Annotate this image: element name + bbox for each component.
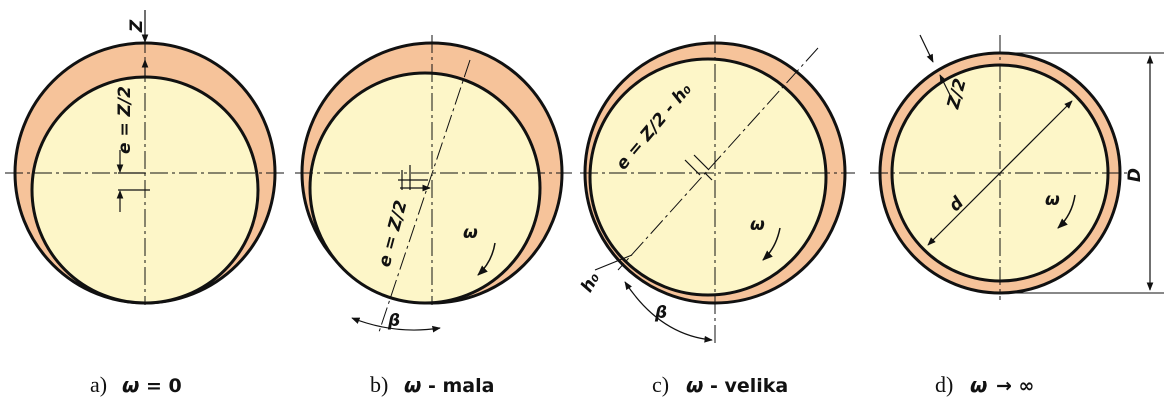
caption-b: b) ω - mala — [370, 372, 494, 397]
caption-d-omega: ω — [970, 373, 987, 397]
caption-c-letter: c) — [652, 372, 669, 397]
journal-c — [588, 57, 828, 297]
load-line-c — [617, 47, 819, 271]
h0-leader-c — [594, 254, 633, 271]
caption-b-letter: b) — [370, 372, 388, 397]
label-omega-b: ω — [463, 223, 478, 243]
caption-a-letter: a) — [90, 372, 107, 397]
label-beta-b: β — [387, 311, 400, 331]
caption-d: d) ω → ∞ — [935, 372, 1034, 397]
caption-b-omega: ω — [404, 373, 421, 397]
caption-c-condition: - velika — [710, 375, 788, 397]
omega-arrow-b — [477, 242, 496, 276]
panel-b: e = Z/2 ω β — [295, 35, 572, 336]
caption-b-condition: - mala — [428, 375, 494, 397]
panel-d: Z/2 d ω D — [870, 34, 1164, 300]
load-line-b — [377, 59, 471, 336]
caption-a: a) ω = 0 — [90, 372, 182, 397]
label-ecc-a: e = Z/2 — [115, 86, 135, 154]
caption-d-letter: d) — [935, 372, 953, 397]
caption-c: c) ω - velika — [652, 372, 788, 397]
caption-a-omega: ω — [122, 373, 139, 397]
omega-arrow-c — [762, 227, 781, 261]
beta-arc-c — [624, 281, 713, 343]
label-h0-c: h₀ — [577, 269, 604, 296]
omega-arrow-d — [1057, 194, 1076, 229]
label-z-a: Z — [127, 19, 147, 33]
caption-d-condition: → ∞ — [996, 375, 1034, 397]
label-omega-d: ω — [1045, 190, 1060, 210]
label-beta-c: β — [654, 303, 667, 323]
beta-arc-b — [351, 317, 441, 333]
caption-a-condition: = 0 — [146, 375, 182, 397]
label-D-d: D — [1125, 168, 1145, 182]
panel-c: e = Z/2 - h₀ ω β h₀ — [577, 35, 855, 345]
label-omega-c: ω — [750, 215, 765, 235]
caption-c-omega: ω — [686, 373, 703, 397]
panel-a: Z e = Z/2 — [5, 10, 285, 305]
diameter-d-line — [927, 100, 1073, 246]
